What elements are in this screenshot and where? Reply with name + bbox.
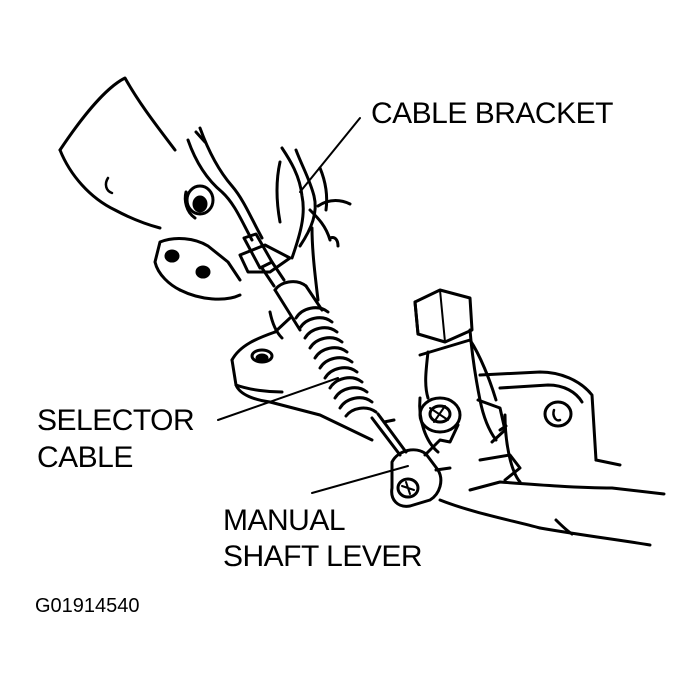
lower-right-housing	[438, 370, 666, 547]
manual-shaft-lever-label-line1: MANUAL	[223, 504, 346, 537]
upper-housing	[58, 76, 242, 301]
selector-cable-label-line2: CABLE	[37, 441, 133, 474]
cable-bracket-leader	[299, 117, 361, 193]
selector-cable-label-line1: SELECTOR	[37, 404, 195, 437]
manual-shaft-lever-leader	[311, 465, 409, 494]
leader-lines	[217, 117, 409, 494]
selector-cable	[242, 232, 408, 457]
upper-cable-wires	[186, 126, 264, 242]
mounting-flange	[230, 316, 374, 442]
figure-code: G01914540	[35, 595, 140, 617]
manual-shaft-lever-label-line2: SHAFT LEVER	[223, 540, 423, 573]
cable-bracket-label: CABLE BRACKET	[371, 97, 613, 130]
rear-support	[268, 226, 340, 340]
housing-bolt-bosses	[164, 184, 215, 279]
manual-shaft-lever	[390, 288, 508, 508]
selector-cable-leader	[217, 377, 339, 421]
cable-bracket	[238, 146, 352, 274]
